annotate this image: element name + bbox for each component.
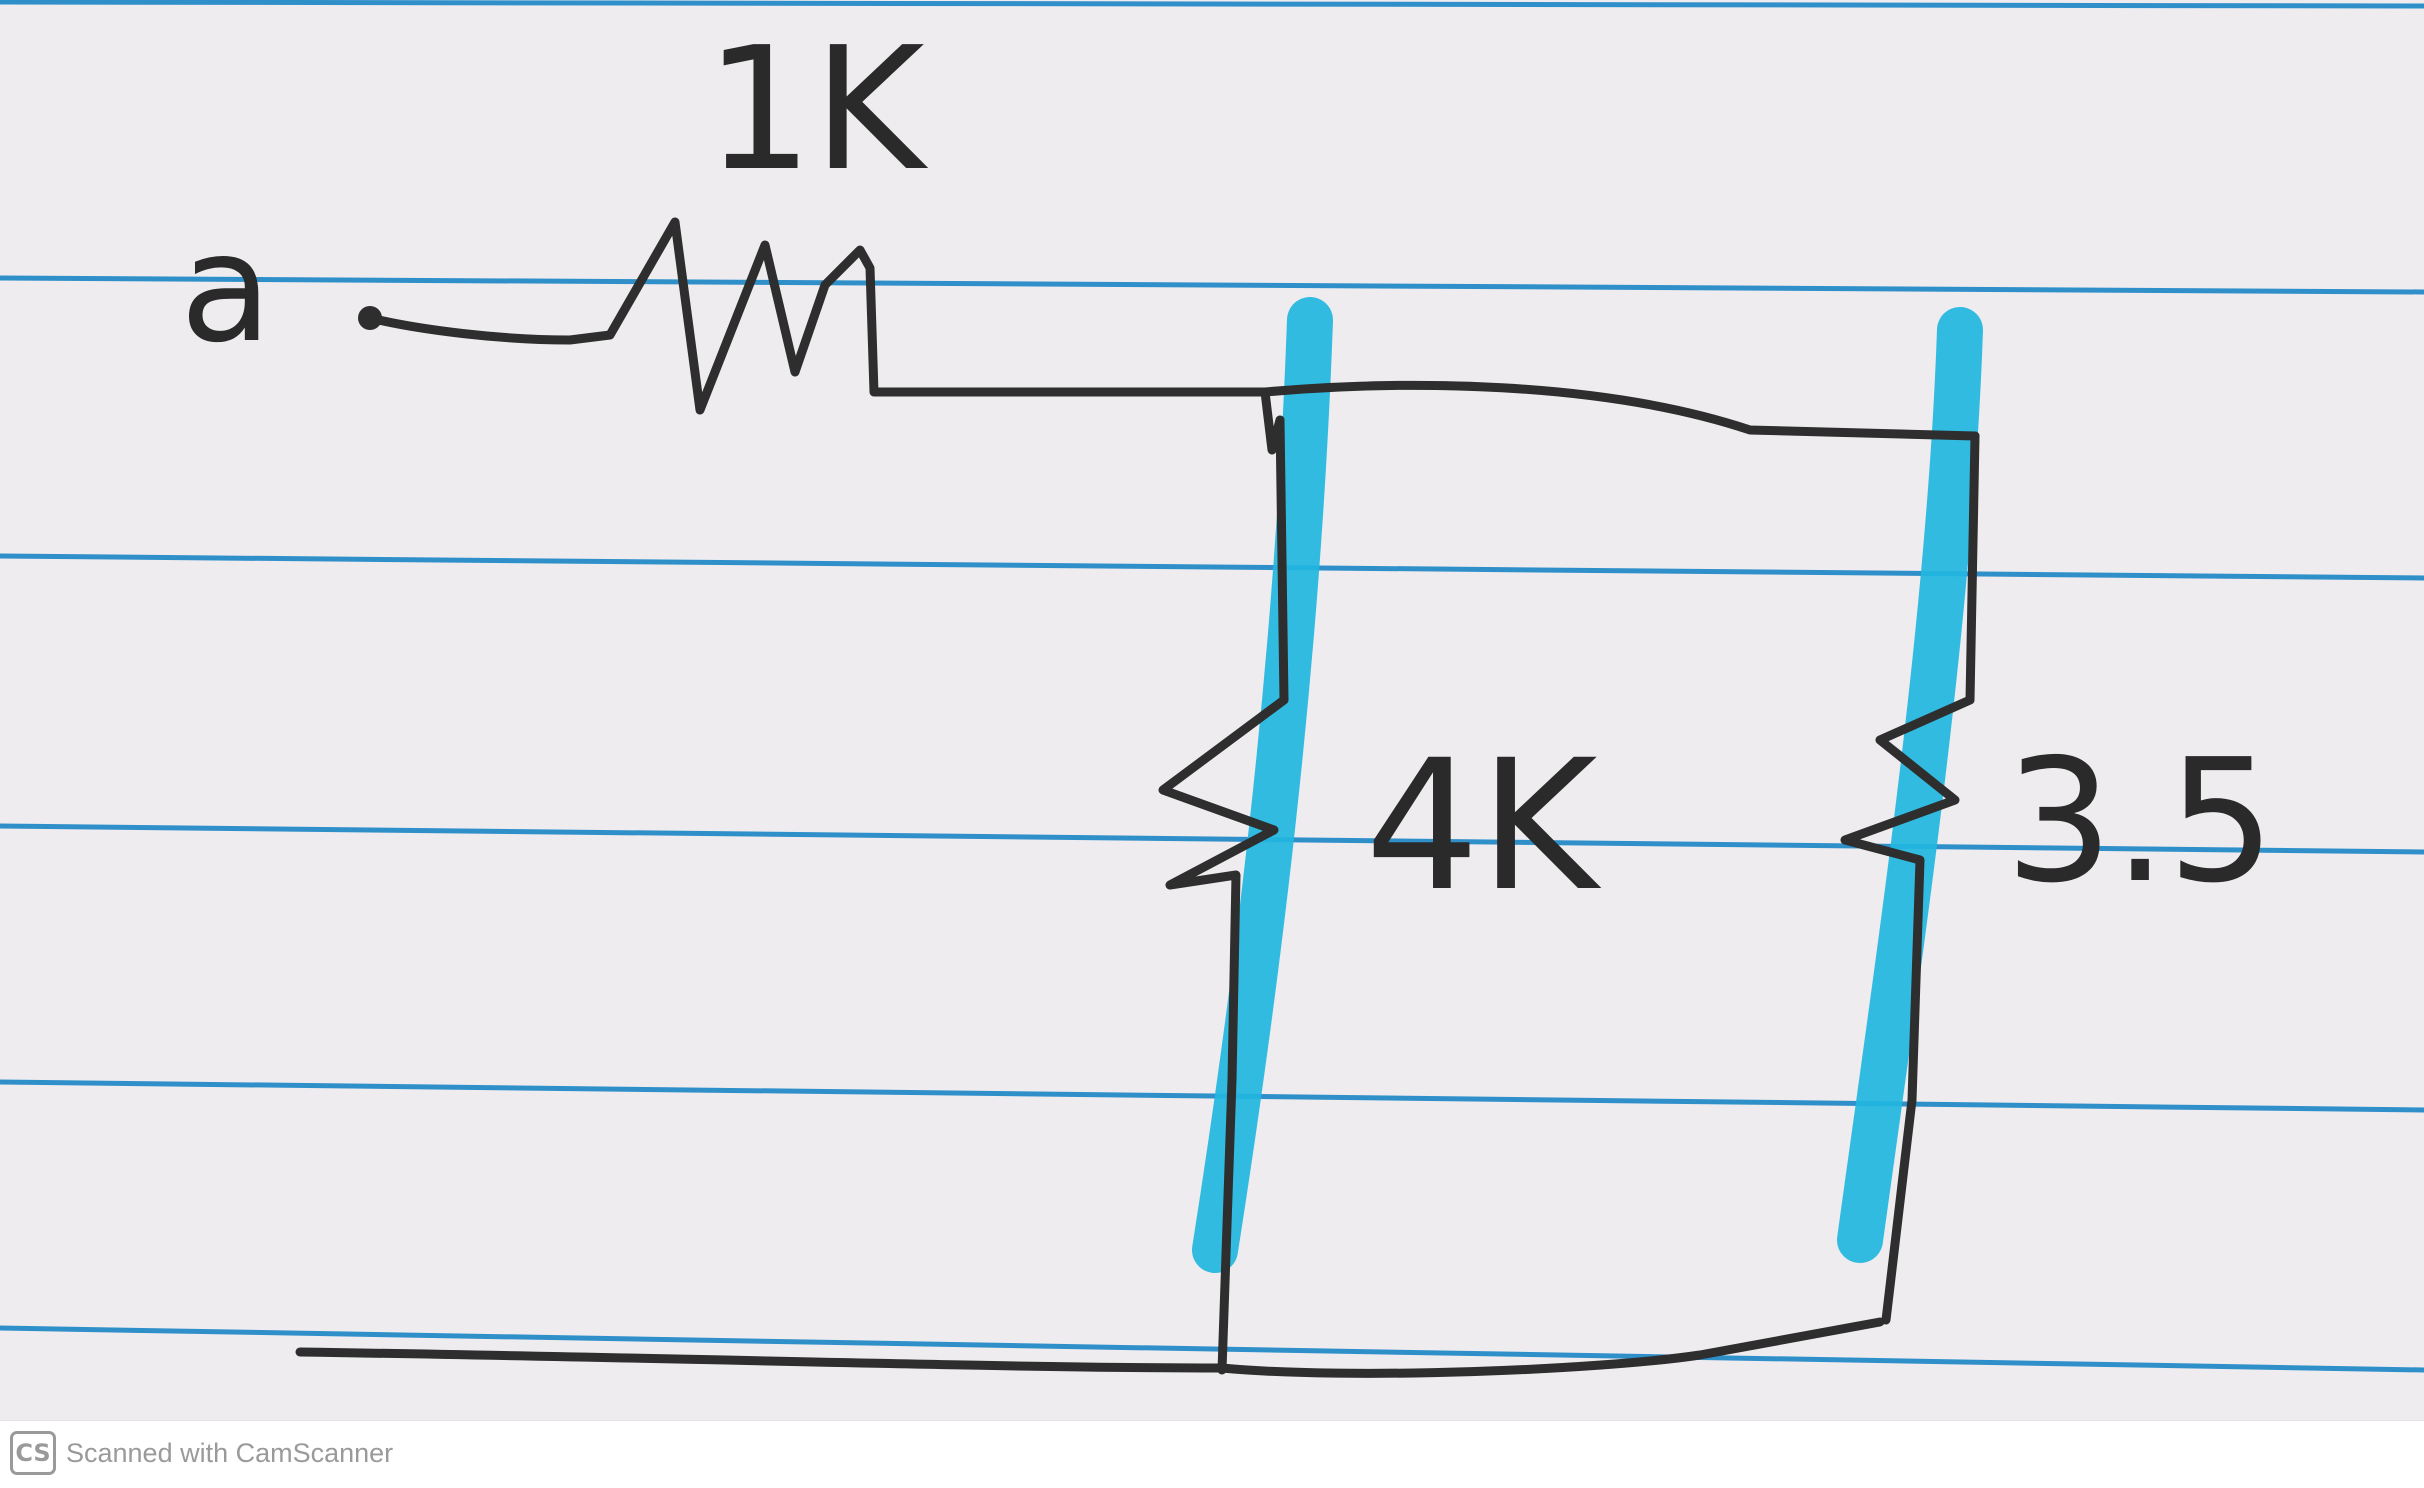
wire-bottom <box>295 1317 1885 1378</box>
label-terminal: a <box>180 202 272 376</box>
label-1k: 1K <box>705 11 929 209</box>
rule-line <box>0 0 2424 9</box>
rule-lines <box>0 0 2424 1373</box>
rule-line <box>0 1325 2424 1373</box>
scanned-notebook-page: 1K 4K 3.5 a <box>0 0 2424 1378</box>
wire-top <box>1260 380 1980 441</box>
rule-line <box>0 823 2424 855</box>
highlight-left-branch <box>1192 297 1333 1273</box>
label-4k: 4K <box>1365 722 1602 931</box>
wire-series-resistor <box>365 217 1270 415</box>
wire-left-branch <box>1158 387 1289 1375</box>
wire-right-branch <box>1840 431 1980 1325</box>
camscanner-logo-icon: CS <box>10 1431 56 1475</box>
scanner-footer: CS Scanned with CamScanner <box>0 1420 2424 1488</box>
highlight-right-branch <box>1837 307 1983 1263</box>
rule-line <box>0 275 2424 295</box>
label-3-5: 3.5 <box>2005 723 2275 921</box>
rule-line <box>0 553 2424 581</box>
rule-line <box>0 1079 2424 1113</box>
scanner-watermark-text: Scanned with CamScanner <box>66 1438 394 1468</box>
circuit-diagram: 1K 4K 3.5 a <box>0 0 2424 1378</box>
